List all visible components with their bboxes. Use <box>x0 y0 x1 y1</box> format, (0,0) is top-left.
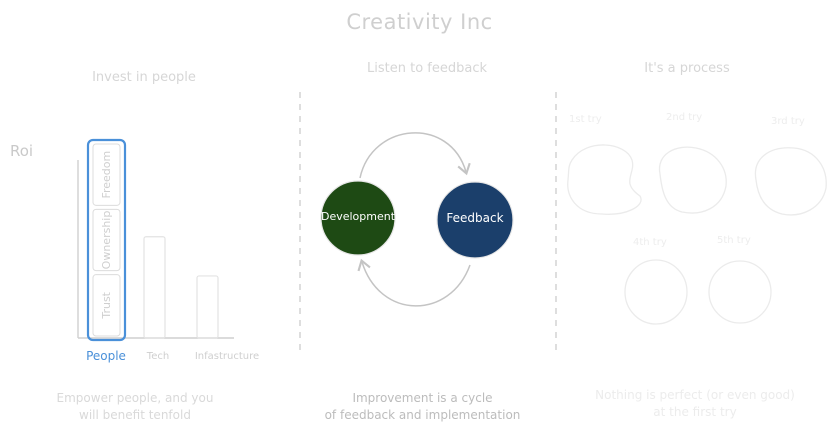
process-footer: Nothing is perfect (or even good) at the… <box>570 387 820 421</box>
bar-tech <box>143 236 166 339</box>
people-footer-line1: Empower people, and you <box>56 391 214 405</box>
development-node <box>320 180 396 256</box>
arrow-to-development <box>357 258 471 307</box>
feedback-footer: Improvement is a cycle of feedback and i… <box>300 390 545 424</box>
x-tick-label-infrastructure: Infastructure <box>194 351 260 362</box>
stack-segment-label-ownership: Ownership <box>100 211 113 270</box>
bar-people <box>86 138 127 342</box>
feedback-footer-line2: of feedback and implementation <box>324 408 521 422</box>
bar-infastructure <box>196 275 219 339</box>
development-node-label: Development <box>320 210 396 223</box>
attempt-shape-4 <box>624 259 688 325</box>
stack-segment-ownership <box>92 208 121 272</box>
people-column-heading: Invest in people <box>92 70 196 85</box>
feedback-node-circle <box>436 181 514 259</box>
attempt-label-4: 4th try <box>633 237 667 248</box>
attempt-shape-2 <box>658 146 727 214</box>
feedback-node <box>436 181 514 259</box>
attempt-label-1: 1st try <box>569 114 602 125</box>
stack-segment-label-trust: Trust <box>100 291 113 319</box>
roi-bar-chart: Trust Ownership Freedom <box>77 138 234 342</box>
process-footer-line1: Nothing is perfect (or even good) <box>595 388 795 402</box>
people-footer-line2: will benefit tenfold <box>79 408 191 422</box>
attempt-label-2: 2nd try <box>666 112 703 123</box>
x-tick-label-tech: Tech <box>146 351 170 362</box>
stack-segment-trust <box>92 274 121 337</box>
arrow-to-feedback <box>359 132 471 179</box>
cycle-arrows <box>357 132 471 307</box>
people-footer: Empower people, and you will benefit ten… <box>30 390 240 424</box>
feedback-footer-line1: Improvement is a cycle <box>352 391 493 405</box>
page-title: Creativity Inc <box>346 10 493 34</box>
attempt-shape-5 <box>708 260 772 324</box>
attempt-label-5: 5th try <box>717 235 751 246</box>
feedback-column-heading: Listen to feedback <box>367 61 487 76</box>
process-footer-line2: at the first try <box>653 405 737 419</box>
stack-segment-freedom <box>92 143 121 206</box>
chart-y-label: Roi <box>10 142 34 160</box>
attempt-shapes <box>567 144 827 325</box>
process-column-heading: It's a process <box>644 61 730 76</box>
feedback-node-label: Feedback <box>446 211 504 225</box>
attempt-shape-3 <box>754 147 827 216</box>
x-tick-label-people: People <box>86 349 126 363</box>
development-node-circle <box>320 180 396 256</box>
stack-segment-label-freedom: Freedom <box>100 151 113 199</box>
attempt-label-3: 3rd try <box>771 116 805 127</box>
attempt-shape-1 <box>567 144 642 215</box>
